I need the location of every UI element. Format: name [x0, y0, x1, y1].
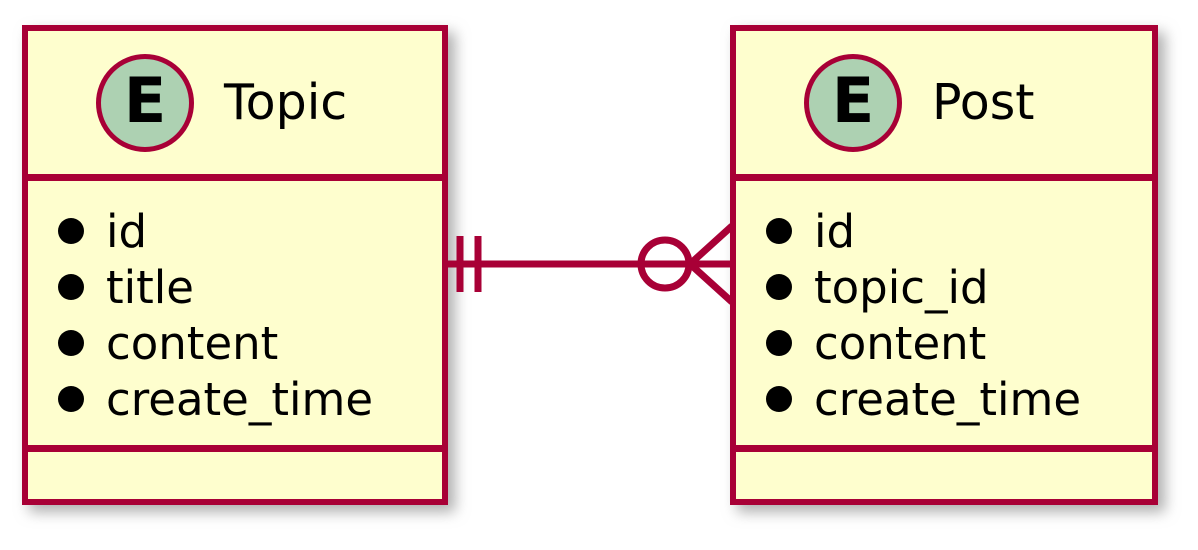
entity-post-header: E Post — [736, 31, 1152, 174]
filled-circle-icon — [58, 218, 84, 244]
entity-topic-attributes: id title content create_time — [28, 181, 442, 445]
filled-circle-icon — [766, 218, 792, 244]
attribute-label: id — [106, 204, 148, 258]
entity-post-attributes: id topic_id content create_time — [736, 181, 1152, 445]
attribute-label: content — [106, 316, 279, 370]
header-separator — [736, 174, 1152, 181]
attribute-row[interactable]: id — [28, 203, 442, 259]
header-separator — [28, 174, 442, 181]
entity-post-title: Post — [932, 74, 1035, 131]
attribute-label: create_time — [106, 372, 374, 426]
footer-separator — [736, 445, 1152, 452]
relationship-connector-topic-post[interactable] — [440, 214, 740, 318]
attribute-label: title — [106, 260, 194, 314]
entity-topic[interactable]: E Topic id title content create_time — [22, 25, 448, 505]
attribute-row[interactable]: create_time — [28, 371, 442, 427]
filled-circle-icon — [766, 386, 792, 412]
entity-topic-header: E Topic — [28, 31, 442, 174]
double-tick-icon — [456, 236, 482, 292]
entity-badge-icon: E — [96, 53, 194, 152]
entity-badge-letter: E — [123, 64, 167, 137]
attribute-label: id — [814, 204, 856, 258]
attribute-row[interactable]: id — [736, 203, 1152, 259]
circle-crows-foot-icon — [637, 223, 735, 305]
filled-circle-icon — [58, 330, 84, 356]
attribute-row[interactable]: title — [28, 259, 442, 315]
attribute-row[interactable]: topic_id — [736, 259, 1152, 315]
entity-post-footer — [736, 452, 1152, 496]
entity-post[interactable]: E Post id topic_id content create_time — [730, 25, 1158, 505]
entity-topic-footer — [28, 452, 442, 496]
attribute-label: create_time — [814, 372, 1082, 426]
attribute-label: topic_id — [814, 260, 989, 314]
footer-separator — [28, 445, 442, 452]
attribute-row[interactable]: content — [28, 315, 442, 371]
attribute-row[interactable]: content — [736, 315, 1152, 371]
attribute-row[interactable]: create_time — [736, 371, 1152, 427]
filled-circle-icon — [58, 274, 84, 300]
filled-circle-icon — [58, 386, 84, 412]
entity-badge-letter: E — [831, 64, 875, 137]
attribute-label: content — [814, 316, 987, 370]
entity-topic-title: Topic — [224, 74, 348, 131]
entity-badge-icon: E — [804, 53, 902, 152]
filled-circle-icon — [766, 274, 792, 300]
filled-circle-icon — [766, 330, 792, 356]
